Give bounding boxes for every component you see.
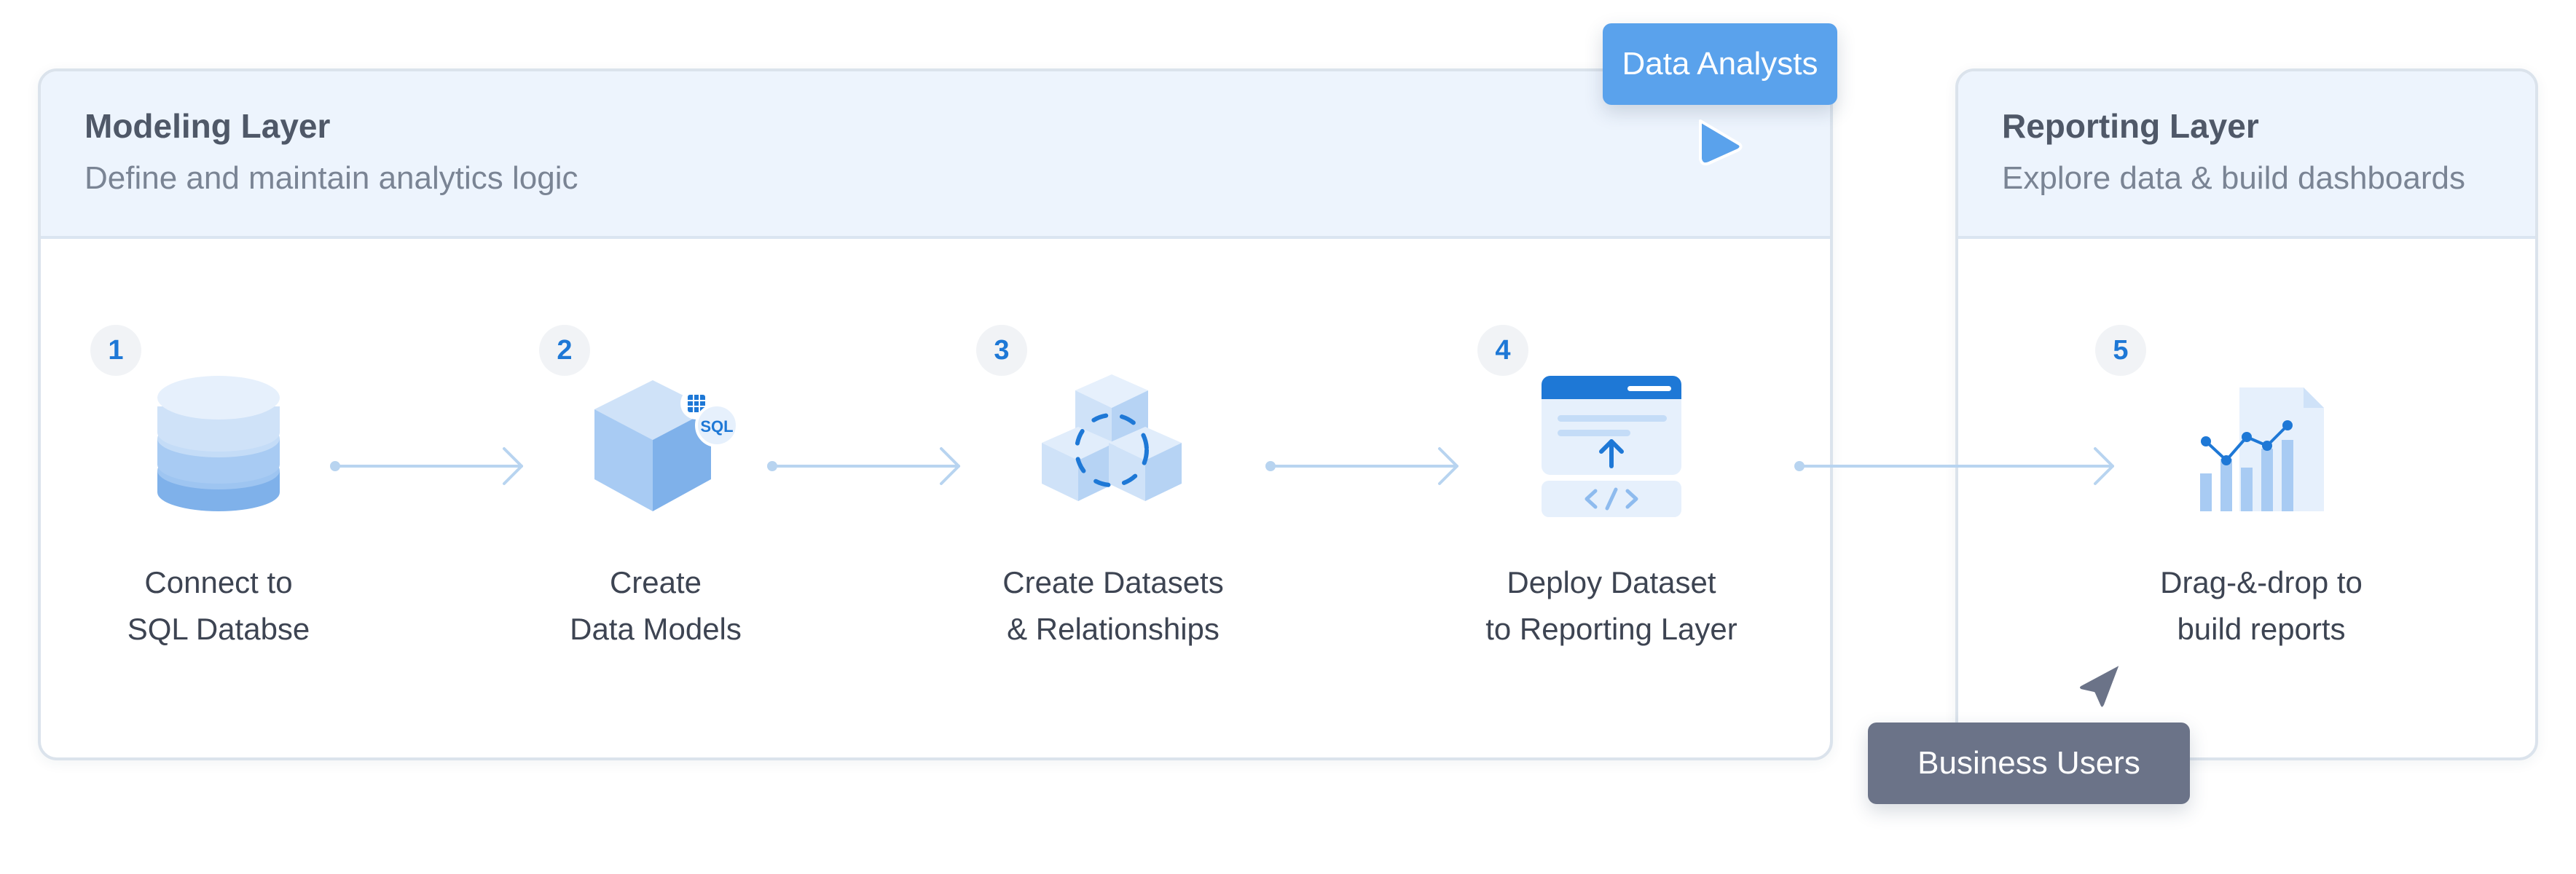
step-5-label-line2: build reports (2177, 612, 2346, 646)
step-4-label-line1: Deploy Dataset (1507, 565, 1716, 599)
step-2-label-line1: Create (609, 565, 702, 599)
deploy-window-icon (1542, 376, 1681, 517)
step-2-label: Create Data Models (488, 559, 823, 653)
business-users-tag: Business Users (1868, 723, 2190, 804)
sql-cube-icon: SQL (594, 380, 739, 511)
data-analysts-tag: Data Analysts (1603, 23, 1837, 105)
database-icon (157, 376, 280, 511)
reporting-layer-subtitle: Explore data & build dashboards (2002, 160, 2465, 196)
step-5-badge: 5 (2095, 325, 2146, 376)
arrow-step2-to-step3 (767, 447, 960, 485)
step-1-label-line2: SQL Databse (127, 612, 310, 646)
reporting-layer-title: Reporting Layer (2002, 107, 2259, 145)
step-4-badge: 4 (1477, 325, 1528, 376)
report-chart-icon (2200, 387, 2324, 511)
arrow-step3-to-step4 (1265, 447, 1458, 485)
step-2-badge: 2 (539, 325, 590, 376)
step-1-badge: 1 (90, 325, 141, 376)
modeling-layer-header: Modeling Layer Define and maintain analy… (41, 71, 1830, 239)
step-3-badge: 3 (976, 325, 1027, 376)
step-5-label: Drag-&-drop to build reports (2094, 559, 2429, 653)
step-3-label-line2: & Relationships (1007, 612, 1220, 646)
linked-cubes-icon (1042, 374, 1182, 501)
arrow-step1-to-step2 (330, 447, 523, 485)
step-1-label-line1: Connect to (144, 565, 293, 599)
modeling-layer-subtitle: Define and maintain analytics logic (85, 160, 578, 196)
step-4-label: Deploy Dataset to Reporting Layer (1444, 559, 1779, 653)
analyst-cursor-icon (1699, 119, 1743, 166)
reporting-layer-panel: Reporting Layer Explore data & build das… (1955, 68, 2538, 760)
step-3-label-line1: Create Datasets (1002, 565, 1224, 599)
step-2-label-line2: Data Models (570, 612, 742, 646)
step-3-label: Create Datasets & Relationships (946, 559, 1281, 653)
step-1-label: Connect to SQL Databse (51, 559, 386, 653)
reporting-layer-header: Reporting Layer Explore data & build das… (1958, 71, 2535, 239)
business-cursor-icon (2077, 661, 2123, 710)
step-5-label-line1: Drag-&-drop to (2160, 565, 2363, 599)
modeling-layer-title: Modeling Layer (85, 107, 331, 145)
step-4-label-line2: to Reporting Layer (1485, 612, 1737, 646)
sql-badge-text: SQL (700, 417, 733, 436)
arrow-step4-to-step5 (1794, 447, 2114, 485)
modeling-layer-panel: Modeling Layer Define and maintain analy… (38, 68, 1833, 760)
